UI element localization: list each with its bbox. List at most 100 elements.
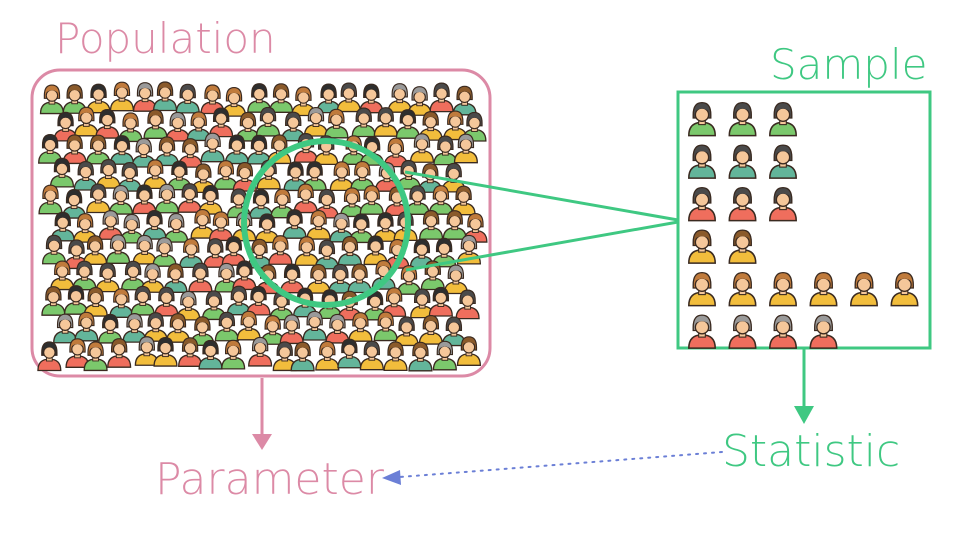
person-icon (142, 209, 167, 240)
person-icon (428, 286, 453, 317)
person-icon (38, 184, 63, 215)
sample-arrowhead (794, 406, 814, 424)
person-icon (270, 188, 295, 219)
person-icon (50, 260, 75, 291)
person-icon (153, 337, 178, 367)
person-icon (453, 133, 478, 164)
statistic-to-parameter-dotted-arrow (399, 451, 723, 478)
person-icon (198, 339, 223, 370)
person-icon (329, 161, 354, 192)
person-icon (396, 159, 421, 190)
person-icon (432, 340, 457, 371)
person-icon (432, 237, 457, 268)
person-icon (232, 161, 257, 192)
person-icon (433, 135, 458, 166)
person-icon (109, 135, 135, 165)
person-icon (408, 341, 433, 372)
person-icon (306, 210, 331, 240)
person-icon (214, 311, 239, 342)
person-icon (179, 238, 204, 269)
person-icon (165, 313, 190, 343)
person-icon (109, 288, 134, 318)
person-icon (283, 161, 308, 192)
person-icon (200, 132, 225, 163)
person-icon (74, 106, 99, 137)
person-icon (53, 313, 78, 344)
person-icon (373, 311, 398, 342)
person-icon (188, 262, 213, 293)
person-icon (109, 81, 135, 112)
person-icon (688, 101, 716, 137)
person-icon (221, 87, 247, 117)
person-icon (130, 285, 155, 316)
person-icon (221, 339, 246, 370)
person-icon (121, 260, 146, 291)
person-icon (314, 239, 339, 270)
person-icon (95, 262, 120, 293)
person-icon (302, 161, 327, 191)
person-icon (420, 260, 445, 291)
population-box (30, 68, 492, 378)
person-icon (302, 310, 327, 341)
person-icon (39, 84, 65, 115)
person-icon (272, 341, 297, 372)
person-icon (62, 134, 87, 165)
person-icon (452, 85, 477, 116)
person-icon (213, 160, 238, 190)
person-icon (340, 187, 365, 218)
person-icon (316, 83, 341, 114)
person-icon (177, 183, 202, 213)
person-icon (351, 107, 376, 138)
person-icon (293, 183, 318, 214)
person-icon (65, 338, 90, 368)
person-icon (191, 163, 216, 194)
person-icon (176, 290, 201, 321)
person-icon (152, 237, 177, 267)
person-icon (178, 337, 203, 367)
person-icon (154, 286, 179, 317)
person-icon (688, 144, 716, 179)
person-icon (429, 82, 454, 113)
person-icon (164, 212, 189, 243)
person-icon (214, 262, 239, 293)
person-icon (359, 340, 384, 371)
person-icon (396, 265, 422, 295)
person-icon (315, 340, 340, 371)
person-icon (769, 144, 797, 179)
person-icon (190, 209, 215, 239)
person-icon (49, 157, 75, 188)
person-icon (387, 83, 412, 113)
person-icon (728, 144, 757, 179)
person-icon (728, 186, 757, 222)
person-icon (688, 229, 716, 264)
person-icon (134, 336, 159, 366)
zoom-line-bottom (405, 220, 679, 272)
person-icon (152, 81, 178, 112)
person-icon (306, 263, 331, 294)
person-icon (236, 310, 261, 341)
sample-people (688, 101, 919, 349)
person-icon (132, 82, 158, 112)
population-crowd (37, 81, 488, 372)
person-icon (382, 287, 407, 317)
person-icon (269, 83, 294, 113)
person-icon (419, 210, 444, 240)
person-icon (359, 185, 384, 215)
person-icon (154, 183, 180, 214)
person-icon (443, 264, 468, 295)
person-icon (462, 111, 487, 142)
population-label: Population (55, 14, 276, 63)
person-icon (294, 236, 319, 266)
person-icon (95, 108, 120, 139)
person-icon (336, 82, 361, 113)
person-icon (132, 234, 157, 265)
person-icon (383, 137, 408, 168)
person-icon (728, 229, 757, 264)
person-icon (728, 271, 757, 307)
person-icon (290, 341, 315, 372)
person-icon (255, 106, 281, 137)
person-icon (347, 263, 372, 294)
person-icon (409, 133, 435, 163)
person-icon (107, 338, 132, 368)
person-icon (37, 341, 62, 372)
